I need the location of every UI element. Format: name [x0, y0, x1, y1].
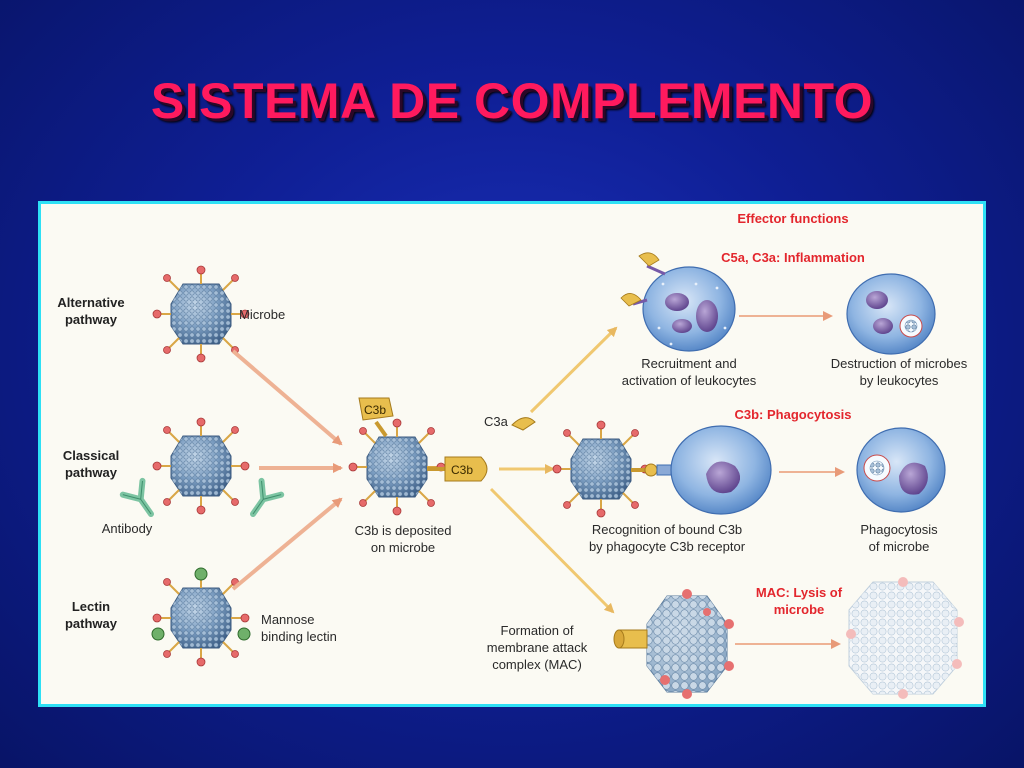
phagocytosis-left-caption: Recognition of bound C3b — [592, 522, 742, 537]
c3b-deposition: C3b C3b C3b is deposited on microbe C3a — [348, 397, 536, 555]
alternative-pathway: Alternative pathway Microbe — [57, 265, 285, 363]
effector-header: Effector functions — [737, 211, 848, 226]
phagocytosis-title: C3b: Phagocytosis — [734, 407, 851, 422]
phagocytosis-right-caption-2: of microbe — [869, 539, 930, 554]
c3b-fragment-icon: C3b — [427, 456, 488, 482]
mac-caption-2: membrane attack — [487, 640, 588, 655]
mac-row: MAC: Lysis of microbe Formation of membr… — [487, 577, 964, 699]
mac-microbe-icon — [613, 589, 734, 699]
classical-pathway: Classical pathway Antibody — [63, 417, 281, 536]
microbe-icon — [152, 569, 250, 667]
mbl-label: Mannose — [261, 612, 314, 627]
classical-pathway-label: Classical — [63, 448, 119, 463]
mac-caption: Formation of — [501, 623, 574, 638]
complement-diagram: Effector functions Alternative pathway M… — [57, 211, 968, 699]
inflammation-left-caption-2: activation of leukocytes — [622, 373, 757, 388]
phagocytosis-row: C3b: Phagocytosis Recognition of bound C… — [552, 407, 946, 554]
c3b-caption: C3b is deposited — [355, 523, 452, 538]
mannose-binding-lectin-icon — [151, 567, 251, 641]
microbe-icon — [152, 265, 250, 363]
lectin-pathway: Lectin pathway Mannose binding lectin — [65, 567, 337, 667]
inflammation-title: C5a, C3a: Inflammation — [721, 250, 865, 265]
microbe-label: Microbe — [239, 307, 285, 322]
pathway-arrows — [231, 349, 343, 591]
microbe-icon — [152, 417, 250, 515]
antibody-icon — [243, 481, 281, 521]
inflammation-right-caption-2: by leukocytes — [860, 373, 939, 388]
phagocyte-with-microbe-icon — [856, 427, 946, 513]
c3a-label: C3a — [484, 414, 509, 429]
complement-diagram-panel: Effector functions Alternative pathway M… — [38, 201, 986, 707]
inflammation-right-caption: Destruction of microbes — [831, 356, 968, 371]
c3b-top-label: C3b — [364, 403, 386, 417]
phagocyte-icon — [670, 425, 772, 515]
slide-title: SISTEMA DE COMPLEMENTO — [150, 73, 874, 129]
alternative-pathway-label-2: pathway — [65, 312, 118, 327]
inflammation-row: C5a, C3a: Inflammation Recruitment and a… — [620, 250, 968, 388]
leukocyte-icon — [620, 252, 736, 352]
inflammation-left-caption: Recruitment and — [641, 356, 736, 371]
leukocyte-destroying-microbe-icon — [846, 273, 936, 355]
alternative-pathway-label: Alternative — [57, 295, 124, 310]
c3b-receptor-icon — [631, 463, 672, 477]
effector-arrows — [489, 326, 618, 614]
mac-caption-3: complex (MAC) — [492, 657, 582, 672]
mac-title-2: microbe — [774, 602, 825, 617]
lectin-pathway-label-2: pathway — [65, 616, 118, 631]
mac-pore-icon — [613, 629, 648, 649]
c3b-side-label: C3b — [451, 463, 473, 477]
classical-pathway-label-2: pathway — [65, 465, 118, 480]
c3a-fragment-icon — [511, 417, 536, 431]
phagocytosis-right-caption: Phagocytosis — [860, 522, 938, 537]
lysed-microbe-icon — [846, 577, 964, 699]
lectin-pathway-label: Lectin — [72, 599, 110, 614]
c3b-fragment-icon: C3b — [358, 397, 394, 438]
mac-title: MAC: Lysis of — [756, 585, 843, 600]
phagocytosis-left-caption-2: by phagocyte C3b receptor — [589, 539, 746, 554]
mbl-label-2: binding lectin — [261, 629, 337, 644]
antibody-icon — [123, 481, 161, 521]
antibody-label: Antibody — [102, 521, 153, 536]
c3b-caption-2: on microbe — [371, 540, 435, 555]
